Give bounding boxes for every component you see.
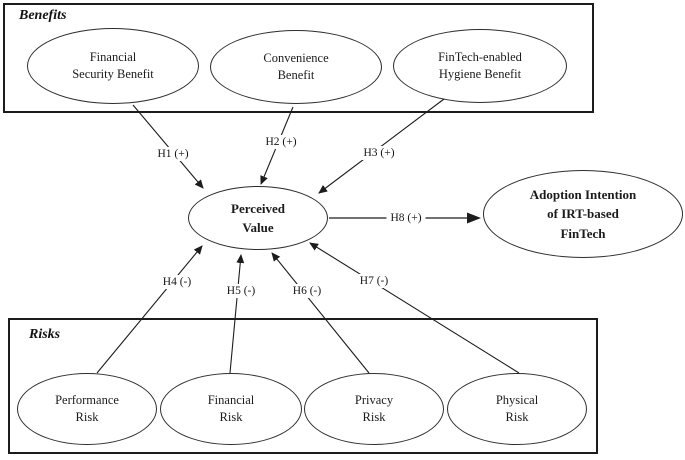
- hypothesis-label-h6: H6 (-): [288, 284, 326, 298]
- hypothesis-label-h1: H1 (+): [153, 147, 193, 161]
- hypothesis-label-h4: H4 (-): [158, 275, 196, 289]
- hypothesis-label-h3: H3 (+): [359, 146, 399, 160]
- benefits-group-label: Benefits: [19, 8, 67, 23]
- hypothesis-label-h8: H8 (+): [386, 211, 426, 225]
- risks-group-label: Risks: [29, 327, 61, 342]
- benefits-group-box: Benefits: [3, 3, 594, 113]
- hypothesis-label-h7: H7 (-): [355, 274, 393, 288]
- hypothesis-label-h2: H2 (+): [261, 135, 301, 149]
- hypothesis-label-h5: H5 (-): [222, 284, 260, 298]
